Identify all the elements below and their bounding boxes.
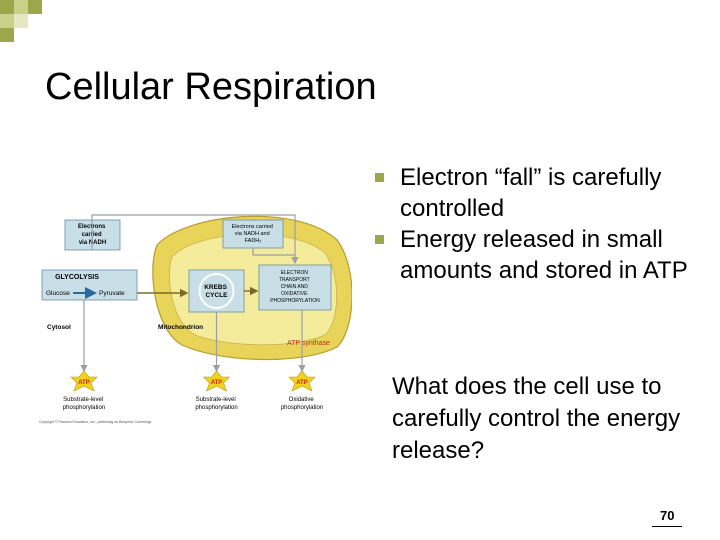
corner-square [14, 0, 28, 14]
nadh-fadh2-label: Electrons carried via NADH and FADH₂ [232, 224, 275, 244]
bullet-text: Energy released in small amounts and sto… [400, 226, 688, 284]
page-number: 70 [660, 508, 675, 523]
atp-synthase-label: ATP synthase [287, 340, 330, 347]
cytosol-label: Cytosol [47, 324, 71, 331]
krebs-box [188, 269, 245, 313]
glucose-label: Glucose [46, 290, 70, 297]
mitochondrion-label: Mitochondrion [158, 324, 203, 331]
copyright-text: Copyright © Pearson Education, Inc., pub… [39, 420, 152, 424]
corner-square [14, 14, 28, 28]
page-number-underline [652, 526, 682, 527]
corner-square [0, 28, 14, 42]
bullet-list: Electron “fall” is carefully controlled … [370, 162, 700, 286]
etc-box [258, 264, 332, 311]
atp-star-oxidative: ATP [288, 370, 316, 392]
svg-text:ATP: ATP [211, 380, 223, 386]
atp-star-glycolysis: ATP [70, 370, 98, 392]
slide-title: Cellular Respiration [45, 66, 377, 108]
corner-decoration [0, 0, 60, 42]
bullet-text: Electron “fall” is carefully controlled [400, 164, 662, 222]
bullet-item: Electron “fall” is carefully controlled [370, 162, 700, 224]
corner-square [0, 0, 14, 14]
atp-star-krebs: ATP [202, 370, 231, 392]
respiration-diagram: Electrons carried via NADH Electrons car… [37, 195, 352, 425]
bullet-square-icon [375, 173, 384, 182]
glycolysis-label: GLYCOLYSIS [55, 274, 99, 281]
corner-square [0, 14, 14, 28]
krebs-label: KREBS CYCLE [204, 284, 229, 299]
substrate-level-label-1: Substrate-level phosphorylation [63, 397, 105, 411]
fadh2-to-etc-arrow [252, 248, 295, 256]
nadh-to-etc-arrow [91, 214, 299, 265]
question-text: What does the cell use to carefully cont… [392, 373, 681, 464]
svg-text:ATP: ATP [296, 380, 308, 386]
oxidative-label: Oxidative phosphorylation [281, 397, 323, 411]
pyruvate-label: Pyruvate [99, 290, 125, 297]
etc-label: ELECTRON TRANSPORT CHAIN AND OXIDATIVE P… [270, 270, 320, 304]
bullet-item: Energy released in small amounts and sto… [370, 224, 700, 286]
krebs-cycle-icon [198, 273, 235, 309]
corner-square [28, 0, 42, 14]
nadh-fadh2-box [222, 219, 284, 249]
svg-text:ATP: ATP [78, 380, 90, 386]
bullet-square-icon [375, 235, 384, 244]
substrate-level-label-2: Substrate-level phosphorylation [195, 397, 237, 411]
